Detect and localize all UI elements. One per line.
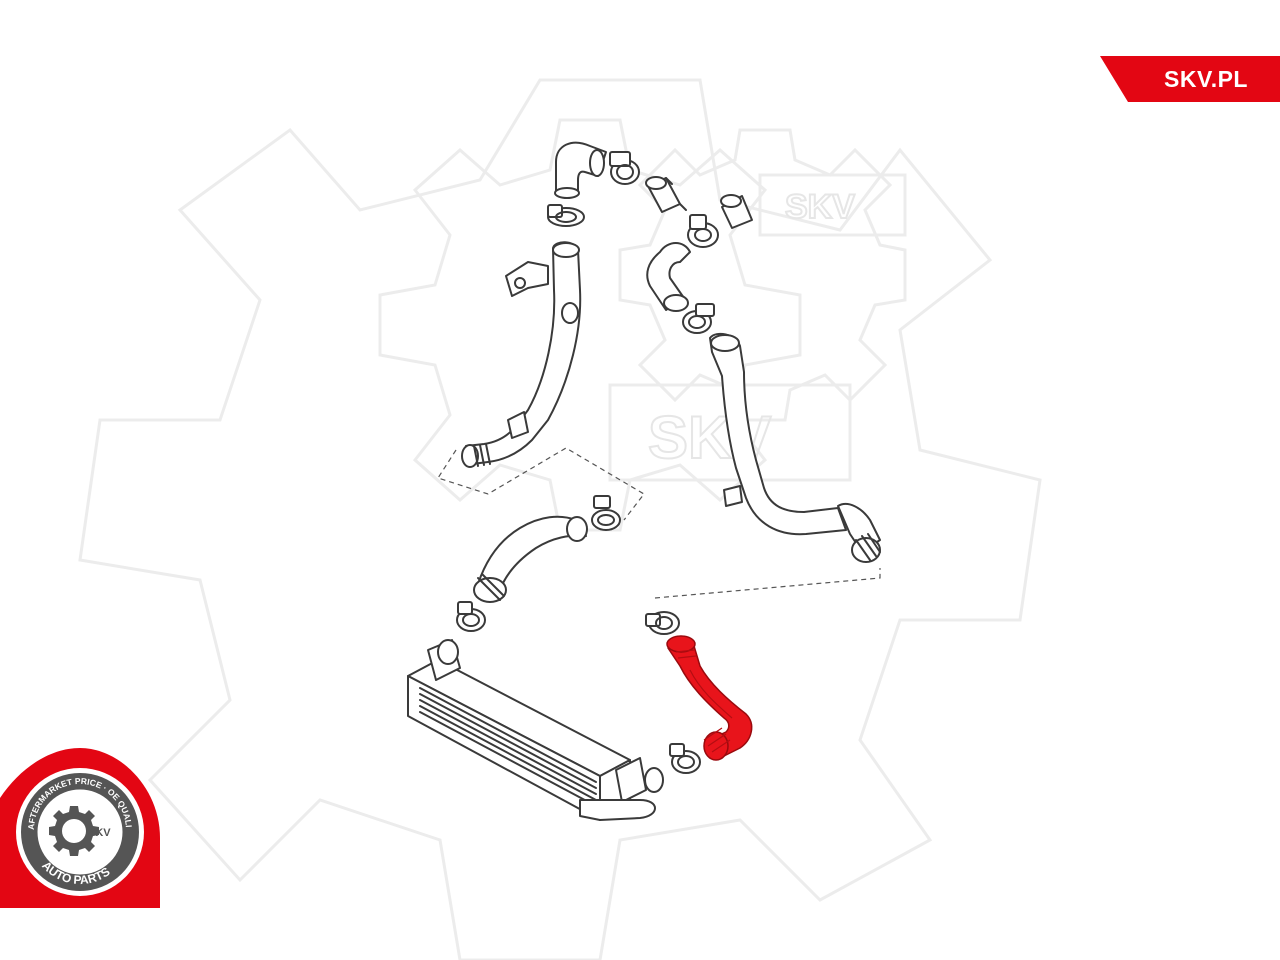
metal-pipe-right — [709, 332, 881, 563]
watermark-gear-outer — [78, 78, 1042, 960]
sleeve-top-2 — [720, 194, 753, 229]
charge-air-hose-left — [473, 515, 588, 603]
watermark-box-small — [758, 173, 907, 237]
sleeve-top-1 — [645, 176, 687, 213]
guide-line-left — [437, 447, 645, 521]
hose-clamp-top-1 — [609, 151, 640, 185]
hose-clamp-top-2 — [547, 204, 585, 227]
hose-clamp-mid-right — [682, 303, 715, 334]
intercooler — [407, 639, 664, 821]
watermark-gear-large — [378, 118, 802, 532]
elbow-hose-top-right — [646, 242, 691, 312]
hose-clamp-lower-2 — [456, 601, 486, 632]
brand-site-label: SKV.PL — [1164, 66, 1248, 92]
brand-seal: AFTERMARKET PRICE · OE QUALITY AUTO PART… — [0, 748, 160, 908]
hose-clamp-lower-3 — [645, 611, 680, 635]
hose-clamp-lower-4 — [669, 743, 701, 774]
charge-air-hose-red — [666, 635, 753, 761]
watermark-text-small: SKV — [785, 188, 855, 226]
elbow-hose-top-left — [554, 141, 607, 199]
seal-center-logo: SKV — [88, 827, 111, 839]
guide-line-right — [654, 568, 881, 599]
brand-tab — [1100, 56, 1280, 102]
hose-clamp-top-3 — [687, 214, 719, 248]
metal-pipe-left — [461, 241, 582, 468]
seal-gear-icon — [49, 806, 99, 856]
watermark-gear-small — [618, 128, 907, 422]
hose-clamp-lower-1 — [591, 495, 621, 531]
